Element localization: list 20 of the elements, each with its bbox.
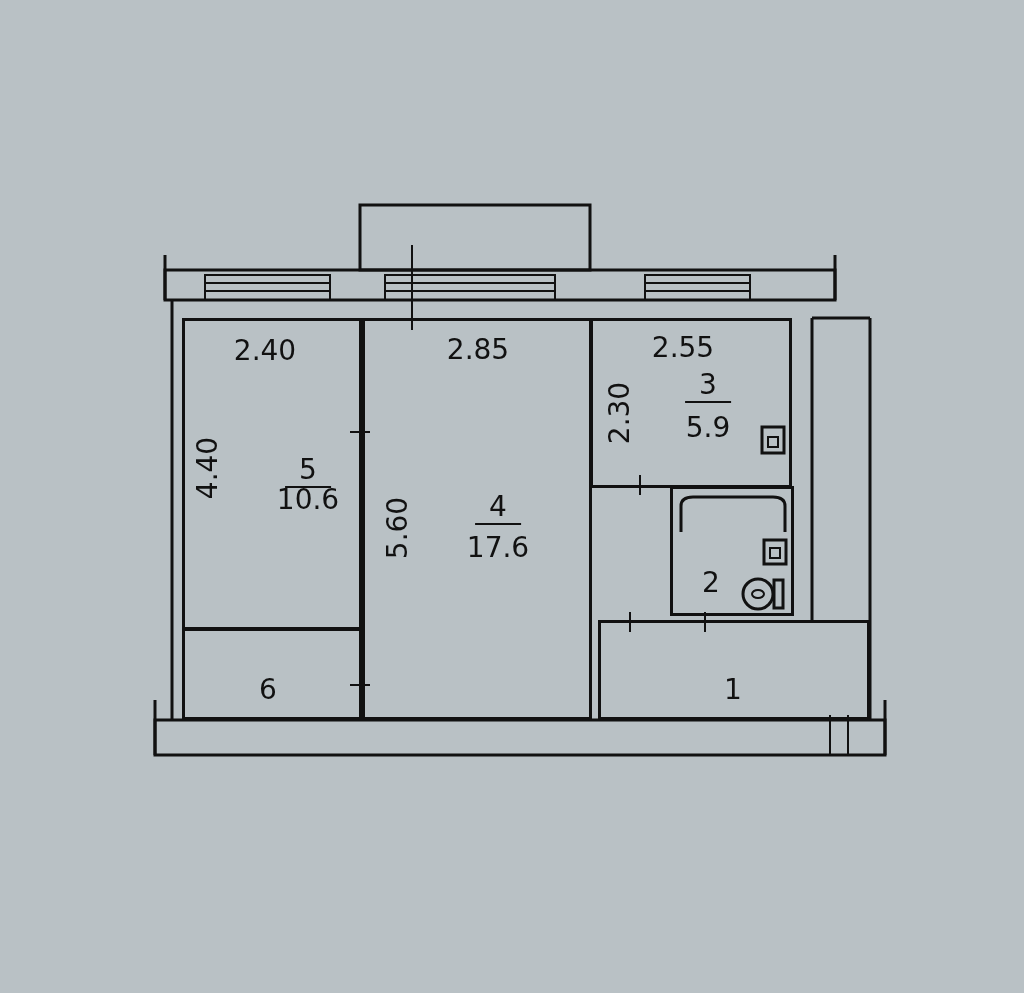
room-outline bbox=[590, 318, 792, 488]
room-number: 4 bbox=[475, 491, 521, 525]
room-outline bbox=[182, 628, 362, 720]
dimension-text: 2.30 bbox=[604, 381, 636, 445]
area-value: 5.9 bbox=[685, 412, 731, 444]
room-outline bbox=[670, 486, 794, 616]
dimension-text: 4.40 bbox=[192, 436, 224, 500]
dimension-text: 2.55 bbox=[651, 332, 715, 364]
dimension-text: 2.40 bbox=[233, 335, 297, 367]
room-number: 5 bbox=[285, 454, 331, 488]
room-number: 1 bbox=[724, 674, 742, 706]
room-outline bbox=[598, 620, 870, 720]
room-number: 6 bbox=[259, 674, 277, 706]
room-number: 3 bbox=[685, 369, 731, 403]
room-outline bbox=[362, 318, 592, 720]
room-outline bbox=[182, 318, 362, 630]
dimension-text: 5.60 bbox=[382, 496, 414, 560]
area-value: 17.6 bbox=[466, 532, 530, 564]
dimension-text: 2.85 bbox=[446, 334, 510, 366]
room-number: 2 bbox=[702, 567, 720, 599]
